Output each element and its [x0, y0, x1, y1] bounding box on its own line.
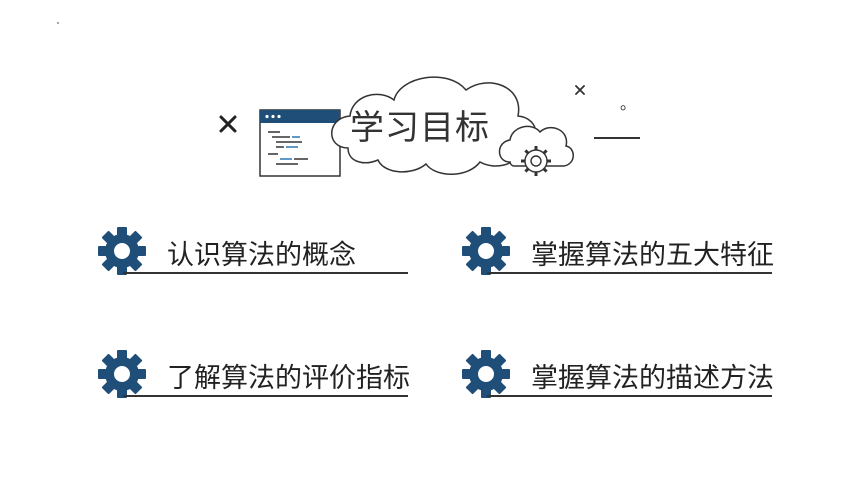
- objective-label: 掌握算法的五大特征: [531, 240, 774, 271]
- decor-line: [594, 137, 640, 139]
- gear-icon: [462, 350, 510, 398]
- objective-item-4: 掌握算法的描述方法: [461, 349, 801, 409]
- objective-label: 了解算法的评价指标: [167, 363, 410, 394]
- small-circle-mark: 。: [620, 94, 637, 113]
- objective-item-1: 认识算法的概念: [97, 226, 437, 286]
- close-icon: [219, 115, 237, 133]
- browser-window-icon: [259, 109, 341, 177]
- cloud-icon: [331, 76, 574, 176]
- gear-icon: [462, 227, 510, 275]
- gear-icon: [98, 350, 146, 398]
- objective-underline: [487, 395, 772, 397]
- objective-item-2: 掌握算法的五大特征: [461, 226, 801, 286]
- objective-underline: [123, 272, 408, 274]
- objective-item-3: 了解算法的评价指标: [97, 349, 437, 409]
- objective-underline: [487, 272, 772, 274]
- page-title: 学习目标: [350, 108, 490, 148]
- corner-dot: [57, 22, 59, 24]
- objective-underline: [123, 395, 408, 397]
- gear-icon: [98, 227, 146, 275]
- objective-label: 认识算法的概念: [167, 240, 356, 271]
- small-x-icon: [575, 85, 585, 95]
- objective-label: 掌握算法的描述方法: [531, 363, 774, 394]
